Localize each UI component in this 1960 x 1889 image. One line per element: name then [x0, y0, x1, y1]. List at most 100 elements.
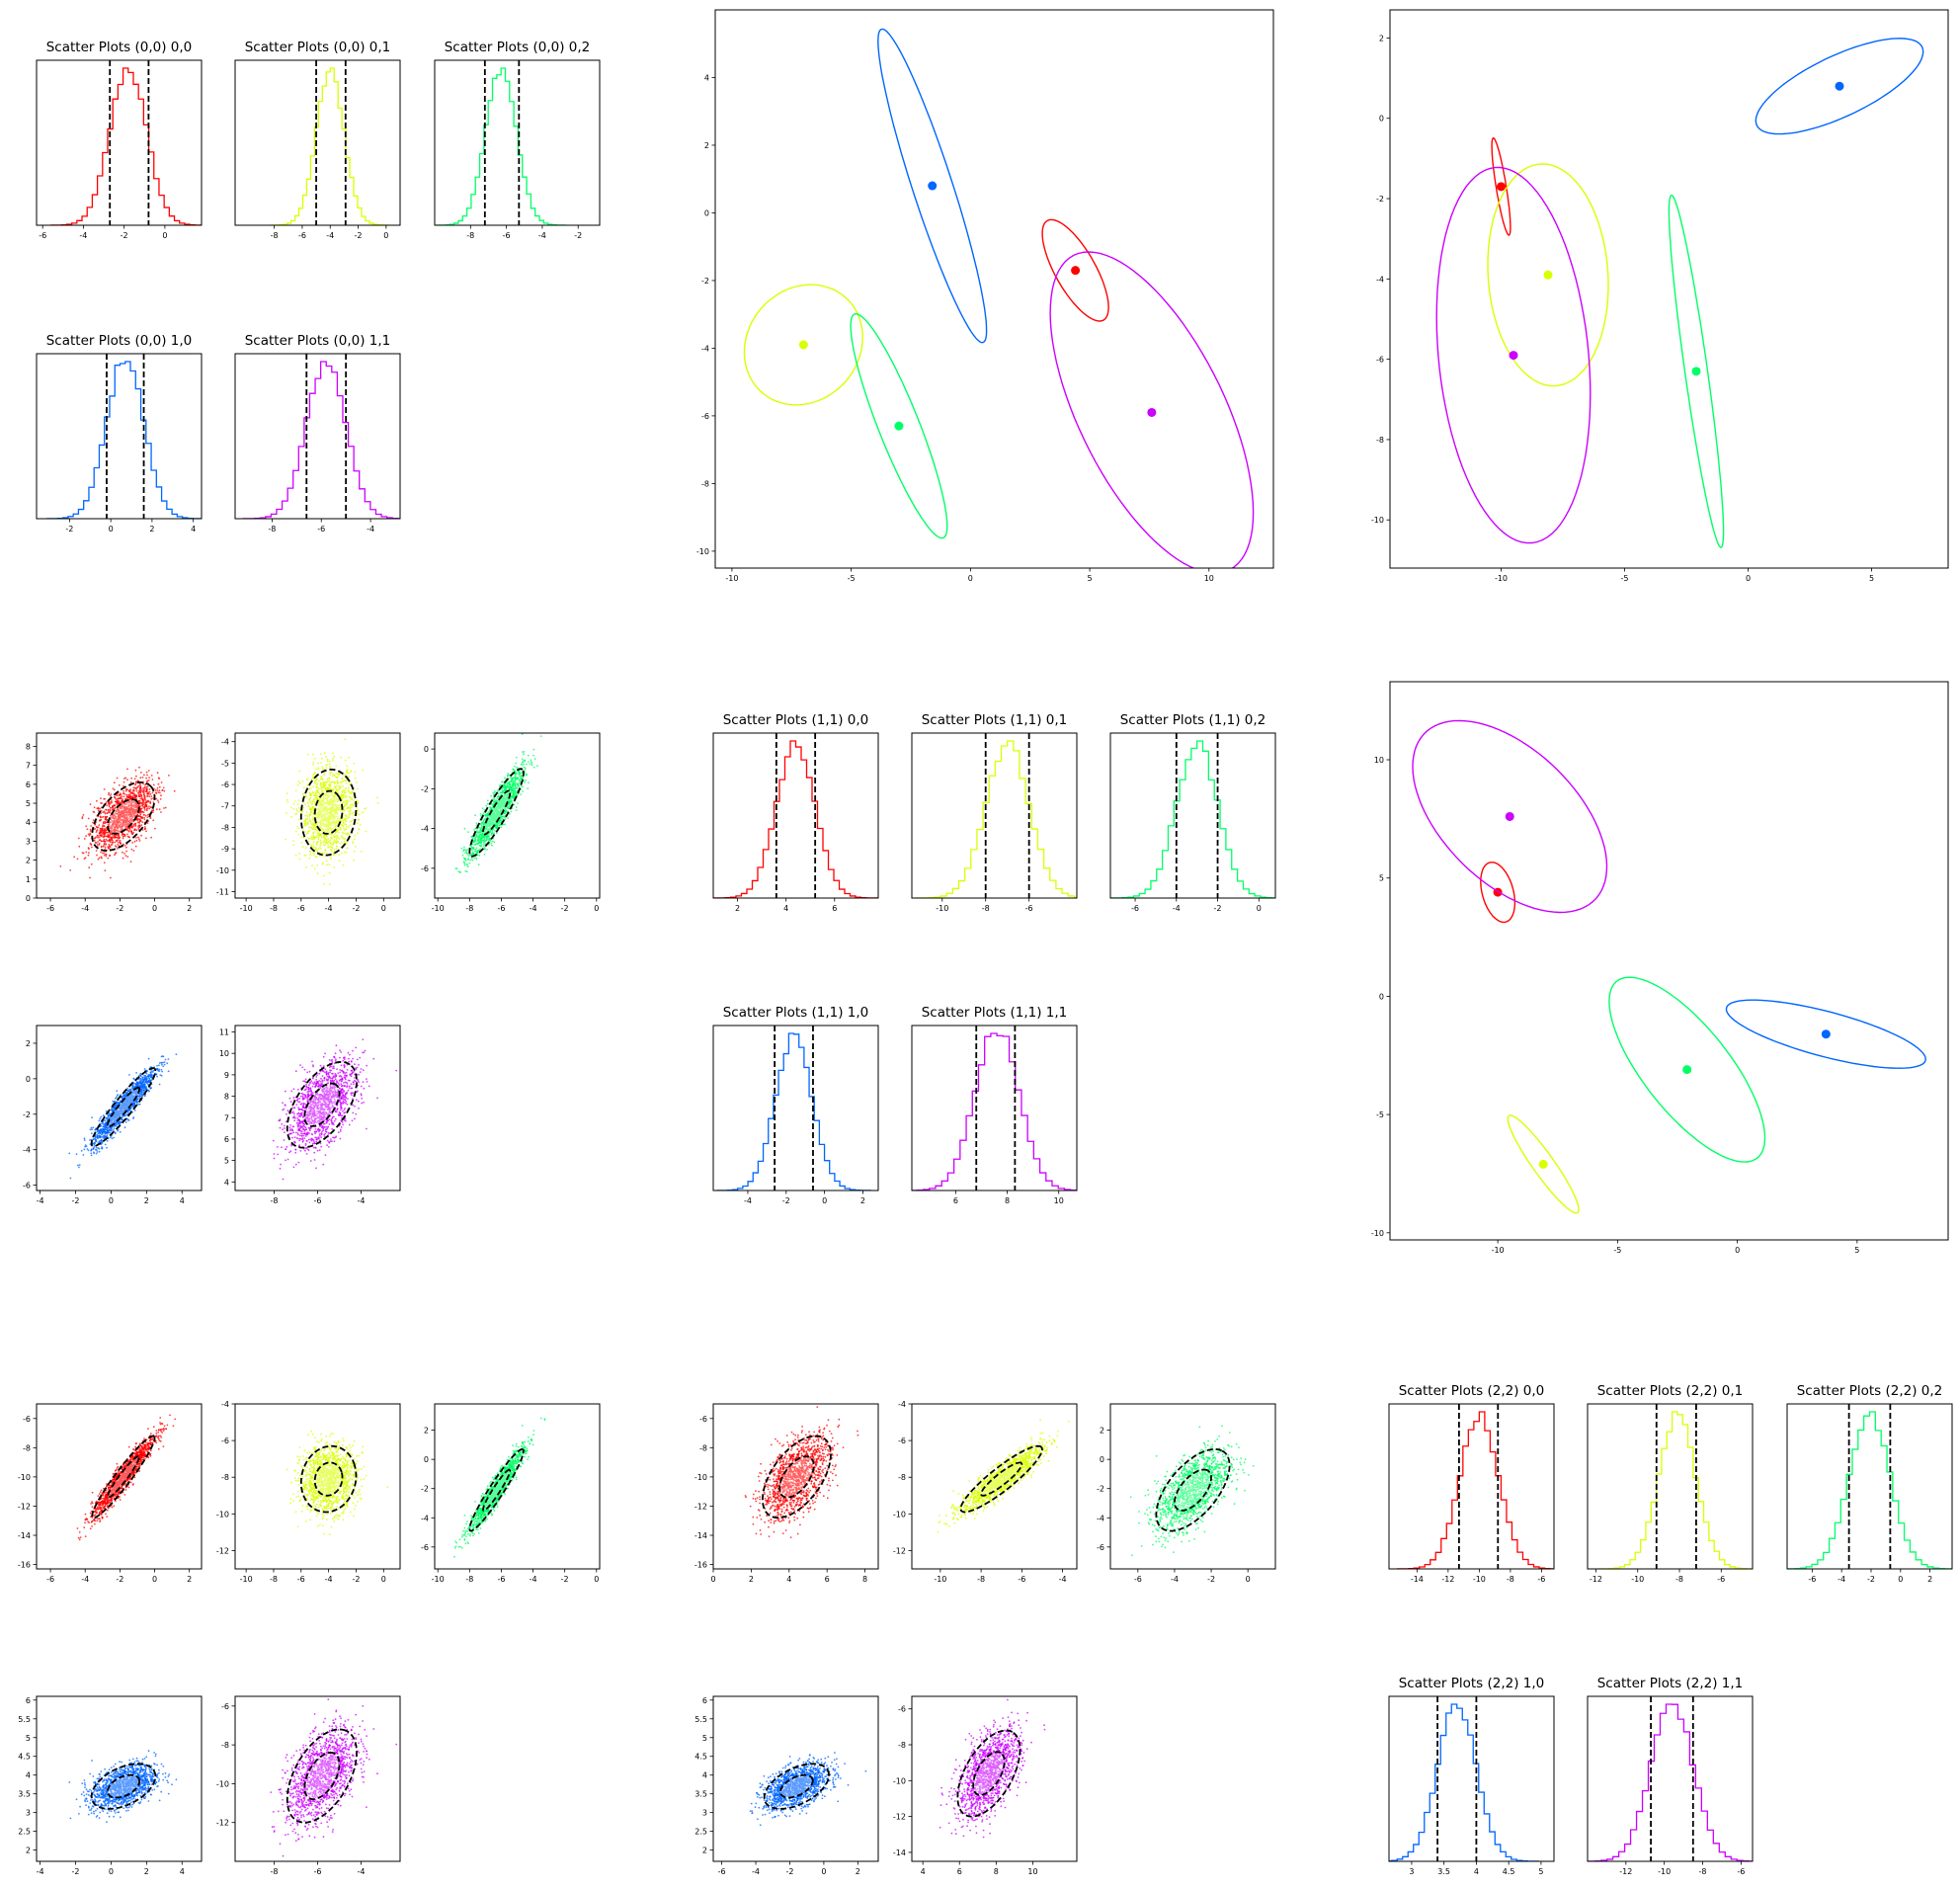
- scatter-point: [87, 847, 90, 850]
- scatter-point: [131, 816, 134, 819]
- scatter-point: [311, 838, 313, 841]
- scatter-point: [340, 809, 342, 812]
- scatter-point: [319, 839, 322, 842]
- scatter-point: [315, 780, 317, 782]
- scatter-point: [306, 818, 309, 821]
- scatter-point: [147, 780, 150, 781]
- scatter-point: [132, 825, 135, 828]
- scatter-point: [105, 854, 108, 856]
- scatter-point: [142, 803, 145, 805]
- scatter-point: [352, 811, 355, 814]
- scatter-point: [146, 807, 149, 810]
- scatter-point: [504, 777, 506, 779]
- scatter-point: [349, 806, 352, 809]
- panel-title: Scatter Plots (0,0) 0,0: [46, 40, 193, 55]
- scatter-point: [329, 821, 332, 824]
- x-tick-label: 0: [968, 574, 973, 583]
- scatter-point: [483, 837, 486, 839]
- scatter-point: [317, 787, 320, 790]
- scatter-point: [465, 870, 468, 873]
- scatter-point: [143, 816, 146, 819]
- scatter-point: [158, 808, 161, 811]
- scatter-point: [323, 768, 325, 771]
- scatter-point: [69, 869, 72, 871]
- component-ellipse: [743, 284, 863, 406]
- axes-frame: [36, 59, 203, 226]
- scatter-point: [148, 795, 151, 798]
- scatter-point: [124, 855, 127, 857]
- scatter-point: [315, 789, 318, 792]
- scatter-point: [492, 791, 495, 794]
- scatter-point: [480, 835, 483, 838]
- scatter-point: [109, 839, 111, 842]
- scatter-point: [332, 757, 334, 760]
- scatter-point: [159, 798, 162, 800]
- scatter-point: [134, 845, 137, 848]
- scatter-point: [113, 834, 116, 837]
- scatter-point: [106, 1139, 109, 1142]
- scatter-point: [116, 825, 119, 828]
- plot-area: [242, 354, 400, 519]
- scatter-point: [333, 796, 336, 799]
- scatter-point: [133, 840, 136, 843]
- scatter-point: [109, 854, 112, 857]
- scatter-point: [103, 828, 106, 830]
- scatter-point: [490, 842, 493, 845]
- scatter-point: [307, 821, 309, 823]
- x-tick-label: -10: [240, 904, 253, 913]
- scatter-point: [320, 815, 323, 818]
- scatter-point: [145, 830, 147, 833]
- scatter-point: [348, 800, 351, 802]
- scatter-point: [524, 767, 527, 770]
- scatter-point: [117, 814, 120, 817]
- scatter-point: [302, 801, 305, 804]
- scatter-point: [327, 795, 329, 798]
- x-tick-label: -8: [466, 231, 474, 240]
- scatter-point: [128, 828, 131, 831]
- scatter-point: [332, 752, 335, 755]
- scatter-point: [510, 785, 512, 787]
- scatter-point: [323, 835, 325, 838]
- scatter-point: [106, 804, 109, 807]
- scatter-point: [330, 807, 333, 810]
- scatter-point: [137, 815, 140, 817]
- scatter-point: [344, 819, 346, 821]
- scatter-point: [515, 762, 518, 765]
- scatter-point: [126, 856, 129, 858]
- scatter-point: [95, 1152, 98, 1155]
- scatter-point: [463, 864, 466, 866]
- scatter-point: [106, 835, 109, 838]
- scatter-point: [324, 818, 327, 821]
- scatter-point: [139, 787, 142, 790]
- histogram-step: [46, 361, 202, 519]
- scatter-point: [123, 821, 126, 823]
- scatter-point: [333, 836, 336, 838]
- scatter-point: [320, 833, 323, 836]
- scatter-point: [348, 816, 351, 819]
- scatter-point: [332, 773, 335, 776]
- scatter-point: [531, 762, 533, 765]
- scatter-point: [496, 825, 498, 828]
- scatter-point: [308, 850, 311, 853]
- scatter-point: [336, 776, 339, 779]
- scatter-point: [138, 840, 141, 842]
- scatter-point: [334, 827, 337, 829]
- scatter-point: [150, 795, 153, 797]
- scatter-point: [462, 846, 465, 849]
- scatter-point: [302, 786, 305, 789]
- scatter-point: [351, 803, 354, 806]
- scatter-point: [345, 779, 348, 781]
- scatter-point: [336, 845, 338, 848]
- scatter-point: [344, 738, 347, 741]
- scatter-point: [507, 775, 509, 778]
- scatter-point: [314, 856, 317, 858]
- scatter-point: [315, 856, 318, 859]
- scatter-point: [503, 785, 506, 788]
- scatter-point: [145, 785, 148, 788]
- scatter-point: [316, 850, 319, 853]
- scatter-point: [132, 831, 135, 834]
- scatter-point: [131, 808, 134, 811]
- scatter-point: [499, 791, 502, 794]
- scatter-point: [342, 824, 344, 827]
- scatter-point: [103, 825, 106, 828]
